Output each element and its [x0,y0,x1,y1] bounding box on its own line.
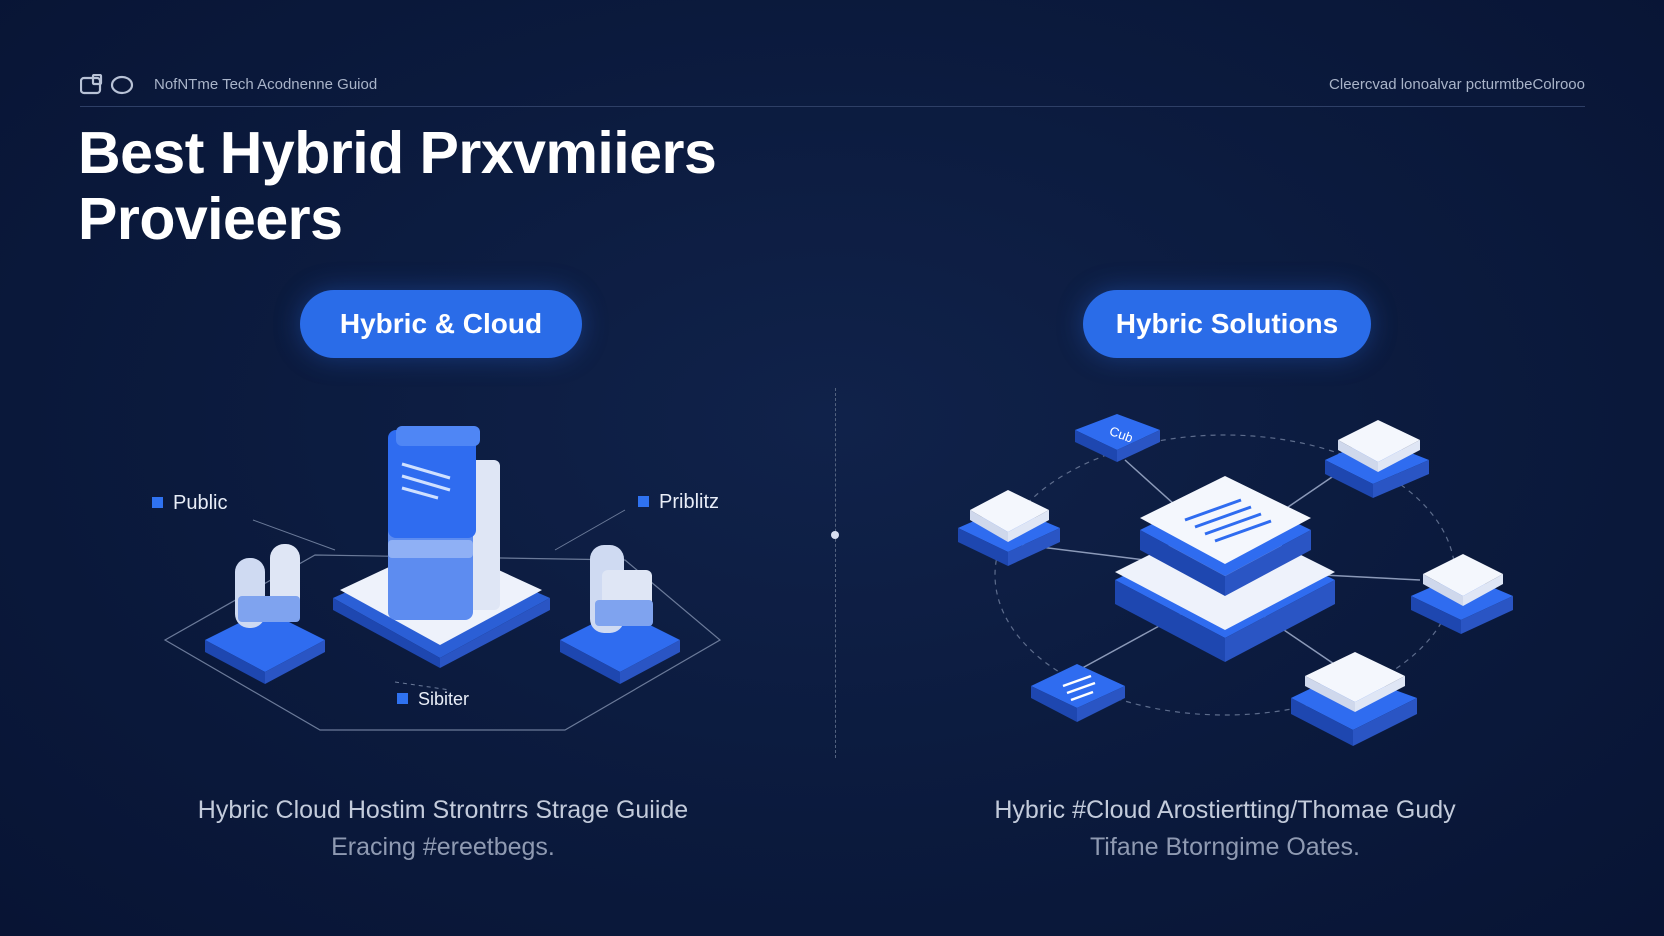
title-line-2: Provieers [78,186,343,252]
logo-icon [80,74,134,95]
hybrid-solutions-button[interactable]: Hybric Solutions [1083,290,1371,358]
center-dot [831,531,839,539]
label-priblitz: Priblitz [638,491,719,514]
center-divider [835,388,836,758]
page-title: Best Hybrid Prxvmiiers Provieers [78,120,717,252]
left-caption: Hybric Cloud Hostim Strontrrs Strage Gui… [143,792,743,866]
network-hub-illustration-icon: Cub [958,414,1513,746]
label-sibiter: Sibiter [397,689,469,710]
right-caption-line-2: Tifane Btorngime Oates. [1089,833,1361,861]
hybrid-cloud-illustration-icon [163,426,722,731]
hybrid-cloud-button[interactable]: Hybric & Cloud [300,290,582,358]
site-name[interactable]: NofNTme Tech Acodnenne Guiod [154,76,378,93]
right-caption: Hybric #Cloud Arostiertting/Thomae Gudy … [925,792,1525,866]
header-tagline: Cleercvad lonoalvar pcturmtbeColrooo [1329,76,1585,93]
legend-square-icon [152,497,163,508]
top-bar: NofNTme Tech Acodnenne Guiod Cleercvad l… [80,72,1585,107]
right-caption-line-1: Hybric #Cloud Arostiertting/Thomae Gudy [994,796,1456,824]
left-caption-line-1: Hybric Cloud Hostim Strontrrs Strage Gui… [197,796,689,824]
label-public: Public [152,492,227,515]
left-caption-line-2: Eracing #ereetbegs. [331,833,555,861]
title-line-1: Best Hybrid Prxvmiiers [78,120,717,186]
legend-square-icon [397,693,408,704]
legend-square-icon [638,496,649,507]
